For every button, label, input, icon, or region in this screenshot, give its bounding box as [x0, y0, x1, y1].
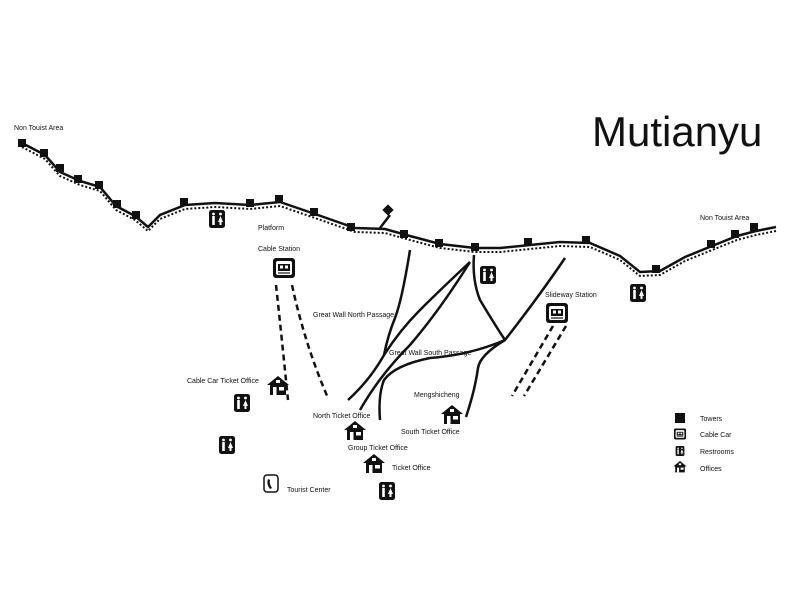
restroom-icon[interactable]	[630, 284, 646, 302]
label-non-tourist-area-right: Non Touist Area	[700, 215, 749, 222]
platform-spur	[379, 214, 391, 229]
label-great-wall-south-passage: Great Wall South Passage	[389, 350, 471, 357]
label-cable-car-ticket-office: Cable Car Ticket Office	[187, 378, 259, 385]
mengshicheng-trail	[464, 257, 567, 418]
office-icon[interactable]	[441, 405, 463, 424]
office-icon	[673, 461, 687, 473]
cable-car-icon[interactable]	[545, 302, 569, 324]
tower-icon	[56, 164, 64, 172]
restroom-icon[interactable]	[379, 482, 395, 500]
great-wall-north-passage-branch	[382, 261, 471, 356]
cable-car-line-1	[274, 284, 290, 401]
cable-car-icon[interactable]	[272, 257, 296, 279]
legend-restrooms: Restrooms	[700, 449, 734, 456]
tower-icon	[74, 175, 82, 183]
label-mengshicheng: Mengshicheng	[414, 392, 460, 399]
great-wall-north-passage	[347, 249, 412, 401]
restroom-icon[interactable]	[209, 210, 225, 228]
tower-icon	[113, 200, 121, 208]
tower-icon	[95, 181, 103, 189]
tower-icon	[750, 223, 758, 231]
restroom-icon[interactable]	[234, 394, 250, 412]
tower-icon	[675, 413, 685, 423]
tower-icon	[132, 211, 140, 219]
tower-icon	[40, 149, 48, 157]
restroom-icon	[675, 446, 685, 456]
label-non-tourist-area-left: Non Touist Area	[14, 125, 63, 132]
tower-icon	[180, 198, 188, 206]
tower-icon	[582, 236, 590, 244]
tower-icon	[246, 199, 254, 207]
tower-icon	[652, 265, 660, 273]
tower-icon	[18, 139, 26, 147]
platform-marker	[382, 204, 394, 216]
great-wall-south-passage	[472, 254, 507, 341]
legend-towers: Towers	[700, 416, 723, 423]
tower-icon	[524, 238, 532, 246]
label-ticket-office: Ticket Office	[392, 465, 431, 472]
label-group-ticket-office: Group Ticket Office	[348, 445, 408, 452]
legend-cable-car: Cable Car	[700, 432, 732, 439]
label-slideway-station: Slideway Station	[545, 292, 597, 299]
south-passage-trail	[378, 338, 506, 421]
label-north-ticket-office: North Ticket Office	[313, 413, 371, 420]
cable-car-line-2	[290, 284, 330, 399]
tower-icon	[275, 195, 283, 203]
great-wall-line	[21, 141, 777, 274]
phone-icon[interactable]	[263, 474, 279, 493]
towers	[18, 139, 758, 273]
slideway-line-1	[510, 325, 555, 397]
restroom-icon[interactable]	[480, 266, 496, 284]
legend-offices: Offices	[700, 466, 722, 473]
tower-icon	[435, 239, 443, 247]
label-south-ticket-office: South Ticket Office	[401, 429, 460, 436]
label-tourist-center: Tourist Center	[287, 487, 331, 494]
tower-icon	[400, 230, 408, 238]
trail-to-north-office	[358, 261, 472, 411]
cable-car-icon	[673, 428, 687, 440]
tower-icon	[310, 208, 318, 216]
tower-icon	[731, 230, 739, 238]
office-icon[interactable]	[363, 454, 385, 473]
tower-icon	[471, 243, 479, 251]
map-title: Mutianyu	[592, 108, 762, 155]
tower-icon	[707, 240, 715, 248]
restroom-icon[interactable]	[219, 436, 235, 454]
office-icon[interactable]	[344, 421, 366, 440]
label-cable-station: Cable Station	[258, 246, 300, 253]
dashed-lines	[274, 284, 568, 401]
tower-icon	[347, 223, 355, 231]
label-platform: Platform	[258, 225, 284, 232]
legend: Towers Cable Car Restrooms Offices	[673, 413, 734, 473]
slideway-line-2	[522, 325, 568, 397]
trails	[347, 249, 567, 421]
label-great-wall-north-passage: Great Wall North Passage	[313, 312, 394, 319]
great-wall-wall-dots	[21, 146, 777, 278]
